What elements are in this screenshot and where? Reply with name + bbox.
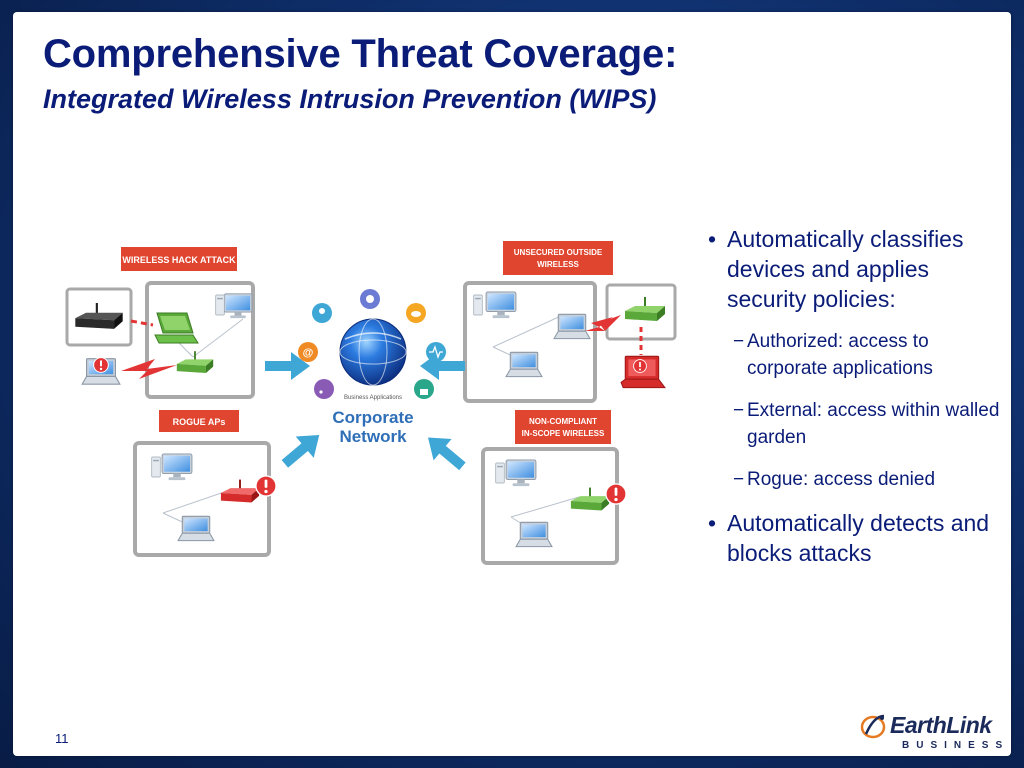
label-rogue-aps: ROGUE APs [159,410,239,432]
slide-title: Comprehensive Threat Coverage: [43,32,678,76]
sub-bullet-item: − Authorized: access to corporate applic… [733,331,933,379]
panel-rogue-aps [133,441,277,557]
alert-icon [255,475,277,497]
earthlink-logo-icon [860,714,886,739]
alert-icon [633,359,647,373]
lightning-bolt-icon [121,359,177,379]
red-arrow-icon [599,315,621,331]
computer-tower-icon [215,294,225,316]
network-label: Network [339,427,407,446]
svg-text:@: @ [303,347,314,359]
threat-coverage-diagram: WIRELESS HACK ATTACK UNSECURED OUTSIDE W… [43,227,683,572]
bullet-item: • Automatically classifies devices and a… [708,226,964,312]
bullet-item: • Automatically detects and blocks attac… [708,510,990,566]
laptop-icon [553,313,591,340]
corporate-label: Corporate [332,408,413,427]
alert-icon [93,357,109,373]
earthlink-business-logo: EarthLink BUSINESS [858,710,1008,756]
bullet-text: Automatically detects and blocks attacks [727,510,990,566]
email-icon [298,342,318,362]
laptop-icon [177,515,215,542]
business-applications-label: Business Applications [344,395,402,401]
svg-text:UNSECURED OUTSIDE: UNSECURED OUTSIDE [514,248,603,257]
sub-bullet-item: − Rogue: access denied [733,469,936,490]
label-non-compliant-in-scope-wireless: NON-COMPLIANT IN-SCOPE WIRELESS [515,410,611,444]
logo-brand-text: EarthLink [890,712,992,738]
panel-non-compliant-in-scope-wireless [481,447,627,565]
panel-wireless-hack-attack [65,281,255,399]
label-wireless-hack-attack: WIRELESS HACK ATTACK [121,247,237,271]
page-number: 11 [55,731,69,746]
sub-bullet-text: External: access within walled garden [747,400,1000,448]
svg-text:NON-COMPLIANT: NON-COMPLIANT [529,417,597,426]
globe-icon [339,318,407,386]
svg-text:ROGUE APs: ROGUE APs [173,417,226,427]
slide-subtitle: Integrated Wireless Intrusion Prevention… [43,84,657,114]
laptop-icon [515,521,553,548]
sub-bullet-text: Rogue: access denied [747,469,936,490]
arrow-icon [275,424,329,475]
logo-sub-text: BUSINESS [902,740,1010,751]
sub-bullet-item: − External: access within walled garden [733,400,1000,448]
slide: Comprehensive Threat Coverage: Integrate… [13,12,1011,756]
bullet-text: Automatically classifies devices and app… [727,226,964,312]
laptop-icon [505,351,543,378]
bullet-list: • Automatically classifies devices and a… [703,224,1003,582]
sub-bullet-text: Authorized: access to corporate applicat… [747,331,933,379]
corporate-network-hub: @ Business Applications Corporate Networ… [298,289,446,446]
svg-text:WIRELESS HACK ATTACK: WIRELESS HACK ATTACK [122,255,236,265]
svg-text:WIRELESS: WIRELESS [537,260,579,269]
rss-icon [314,379,334,399]
arrow-icon [419,426,472,478]
alert-icon [605,483,627,505]
label-unsecured-outside-wireless: UNSECURED OUTSIDE WIRELESS [503,241,613,275]
panel-unsecured-outside-wireless [463,281,677,403]
svg-text:IN-SCOPE WIRELESS: IN-SCOPE WIRELESS [522,429,605,438]
